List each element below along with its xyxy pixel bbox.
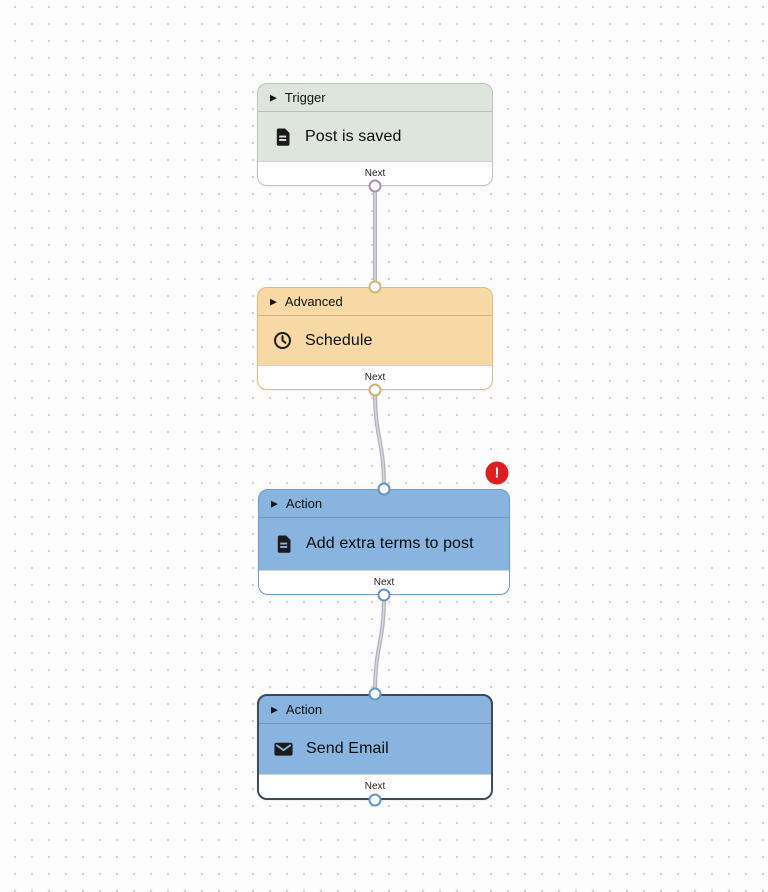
output-port-trigger[interactable] — [368, 179, 382, 193]
connection-advanced-to-action1[interactable] — [373, 388, 386, 491]
connection-action1-to-action2[interactable] — [373, 593, 386, 696]
node-header[interactable]: ▶ Advanced — [258, 288, 492, 316]
node-header[interactable]: ▶ Action — [259, 696, 491, 724]
node-category-label: Trigger — [284, 90, 326, 105]
collapse-triangle-icon: ▶ — [271, 704, 278, 715]
next-port-label: Next — [373, 577, 395, 588]
envelope-icon — [273, 739, 294, 760]
node-title: Send Email — [306, 740, 389, 757]
next-port-label: Next — [364, 781, 386, 792]
node-header[interactable]: ▶ Trigger — [258, 84, 492, 112]
input-port-action2[interactable] — [368, 687, 382, 701]
node-category-label: Action — [285, 496, 323, 511]
node-trigger-post-is-saved[interactable]: ▶ Trigger Post is saved Next — [257, 83, 493, 186]
node-action-send-email[interactable]: ▶ Action Send Email Next — [257, 694, 493, 800]
next-port-label: Next — [364, 168, 386, 179]
output-port-advanced[interactable] — [368, 383, 382, 397]
node-body[interactable]: Send Email — [259, 724, 491, 774]
document-icon — [272, 126, 293, 147]
document-icon — [273, 534, 294, 555]
input-port-advanced[interactable] — [368, 280, 382, 294]
node-category-label: Action — [285, 702, 323, 717]
node-title: Schedule — [305, 331, 373, 349]
error-badge-icon[interactable]: ! — [485, 461, 509, 485]
node-category-label: Advanced — [284, 294, 343, 309]
node-action-add-extra-terms[interactable]: ▶ Action Add extra terms to post Next — [258, 489, 510, 595]
collapse-triangle-icon: ▶ — [270, 92, 277, 103]
collapse-triangle-icon: ▶ — [271, 498, 278, 509]
output-port-action1[interactable] — [377, 588, 391, 602]
node-advanced-schedule[interactable]: ▶ Advanced Schedule Next — [257, 287, 493, 390]
collapse-triangle-icon: ▶ — [270, 296, 277, 307]
clock-icon — [272, 330, 293, 351]
node-body[interactable]: Post is saved — [258, 112, 492, 161]
next-port-label: Next — [364, 372, 386, 383]
node-body[interactable]: Schedule — [258, 316, 492, 365]
node-header[interactable]: ▶ Action — [259, 490, 509, 518]
input-port-action1[interactable] — [377, 482, 391, 496]
node-body[interactable]: Add extra terms to post — [259, 518, 509, 570]
node-title: Post is saved — [305, 127, 402, 145]
output-port-action2[interactable] — [368, 793, 382, 807]
node-title: Add extra terms to post — [306, 535, 474, 552]
